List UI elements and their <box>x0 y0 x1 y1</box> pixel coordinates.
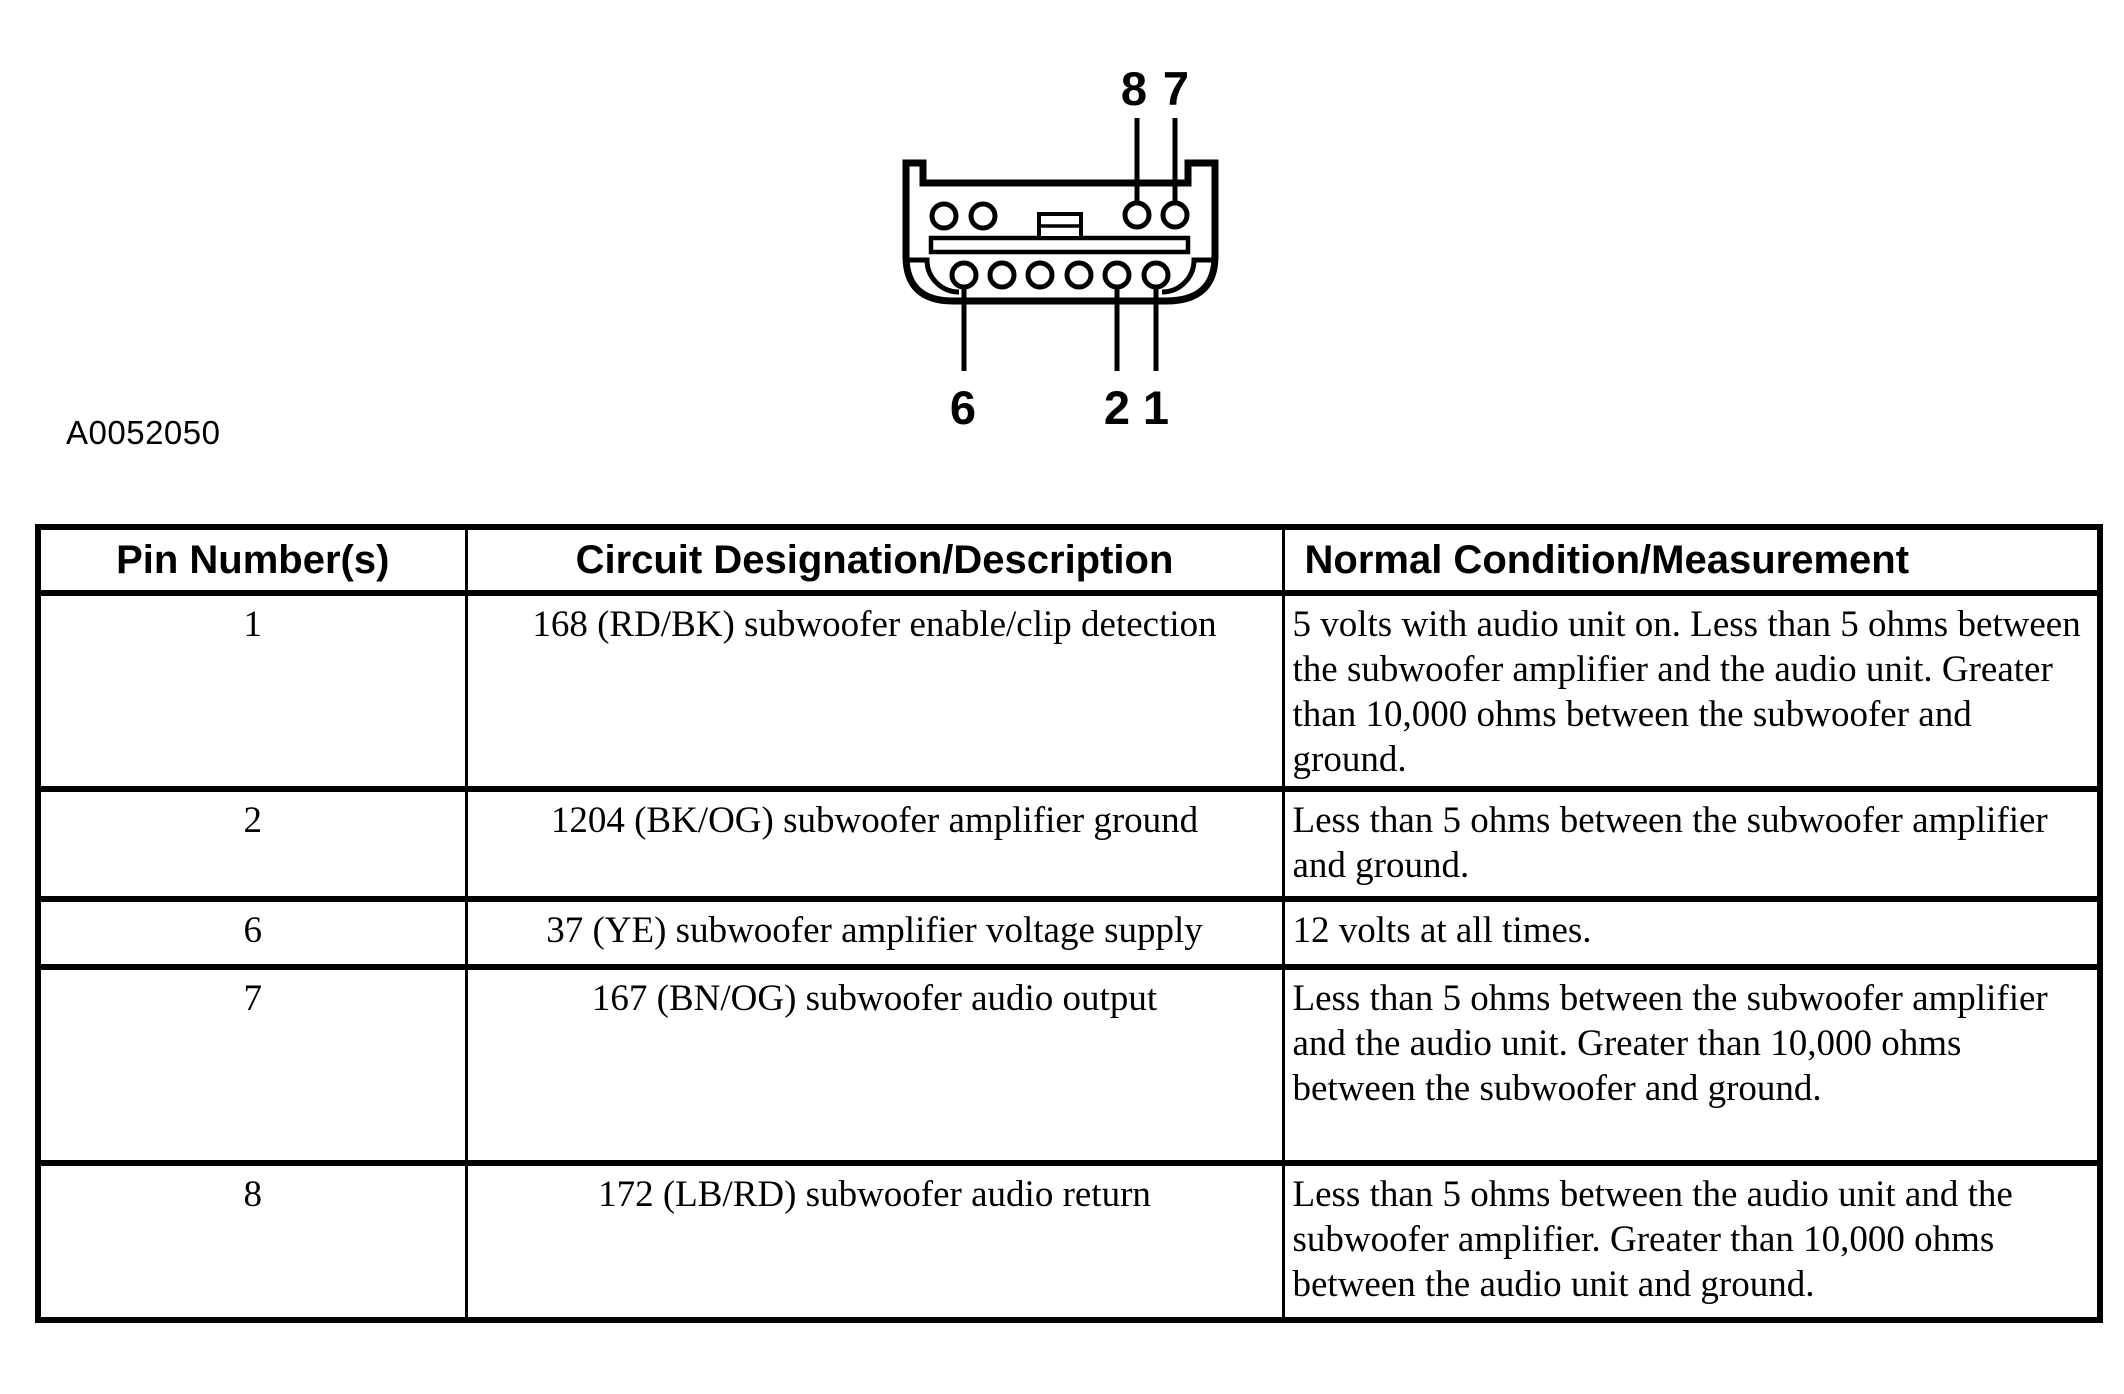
pin-6-cavity <box>949 260 979 290</box>
pin-1-cavity <box>1141 260 1171 290</box>
pin-8-cavity <box>1122 200 1152 230</box>
table-row: 7 167 (BN/OG) subwoofer audio output Les… <box>36 964 2102 1165</box>
table-row: 6 37 (YE) subwoofer amplifier voltage su… <box>36 896 2102 969</box>
header-circuit: Circuit Designation/Description <box>464 525 1285 596</box>
pin-number-cell: 8 <box>36 1160 468 1322</box>
header-pin-number: Pin Number(s) <box>36 525 468 596</box>
table-row: 8 172 (LB/RD) subwoofer audio return Les… <box>36 1160 2102 1322</box>
pin-number-cell: 7 <box>36 964 468 1165</box>
circuit-cell: 168 (RD/BK) subwoofer enable/clip detect… <box>464 590 1285 791</box>
cavity-top-2 <box>968 201 998 231</box>
pin-7-cavity <box>1160 200 1190 230</box>
pin-2-label: 2 <box>1104 381 1130 434</box>
connector-outline <box>902 159 1219 305</box>
condition-cell: 5 volts with audio unit on. Less than 5 … <box>1281 590 2102 791</box>
pin-1-label: 1 <box>1143 381 1169 434</box>
pin-number-cell: 6 <box>36 896 468 969</box>
cavity-bottom-4 <box>1064 260 1094 290</box>
circuit-cell: 37 (YE) subwoofer amplifier voltage supp… <box>464 896 1285 969</box>
connector-diagram: 8 7 6 2 1 <box>902 62 1219 434</box>
condition-cell: Less than 5 ohms between the subwoofer a… <box>1281 964 2102 1165</box>
table-row: 2 1204 (BK/OG) subwoofer amplifier groun… <box>36 786 2102 901</box>
table-row: 1 168 (RD/BK) subwoofer enable/clip dete… <box>36 590 2102 791</box>
pin-8-label: 8 <box>1121 62 1147 115</box>
cavity-bottom-3 <box>1025 260 1055 290</box>
circuit-cell: 1204 (BK/OG) subwoofer amplifier ground <box>464 786 1285 901</box>
connector-inner-wall-right <box>1161 257 1214 295</box>
circuit-cell: 172 (LB/RD) subwoofer audio return <box>464 1160 1285 1322</box>
connector-rail <box>928 235 1191 255</box>
table-header-row: Pin Number(s) Circuit Designation/Descri… <box>36 525 2102 596</box>
condition-cell: 12 volts at all times. <box>1281 896 2102 969</box>
pin-6-label: 6 <box>950 381 976 434</box>
connector-inner-wall-left <box>907 257 960 295</box>
figure-label: A0052050 <box>66 414 221 451</box>
condition-cell: Less than 5 ohms between the subwoofer a… <box>1281 786 2102 901</box>
cavity-top-1 <box>929 201 959 231</box>
pin-2-cavity <box>1102 260 1132 290</box>
pin-number-cell: 1 <box>36 590 468 791</box>
pin-number-cell: 2 <box>36 786 468 901</box>
circuit-cell: 167 (BN/OG) subwoofer audio output <box>464 964 1285 1165</box>
header-normal-condition: Normal Condition/Measurement <box>1281 525 2102 596</box>
cavity-bottom-2 <box>987 260 1017 290</box>
pinout-table: Pin Number(s) Circuit Designation/Descri… <box>35 524 2103 1323</box>
condition-cell: Less than 5 ohms between the audio unit … <box>1281 1160 2102 1322</box>
pin-7-label: 7 <box>1163 62 1189 115</box>
